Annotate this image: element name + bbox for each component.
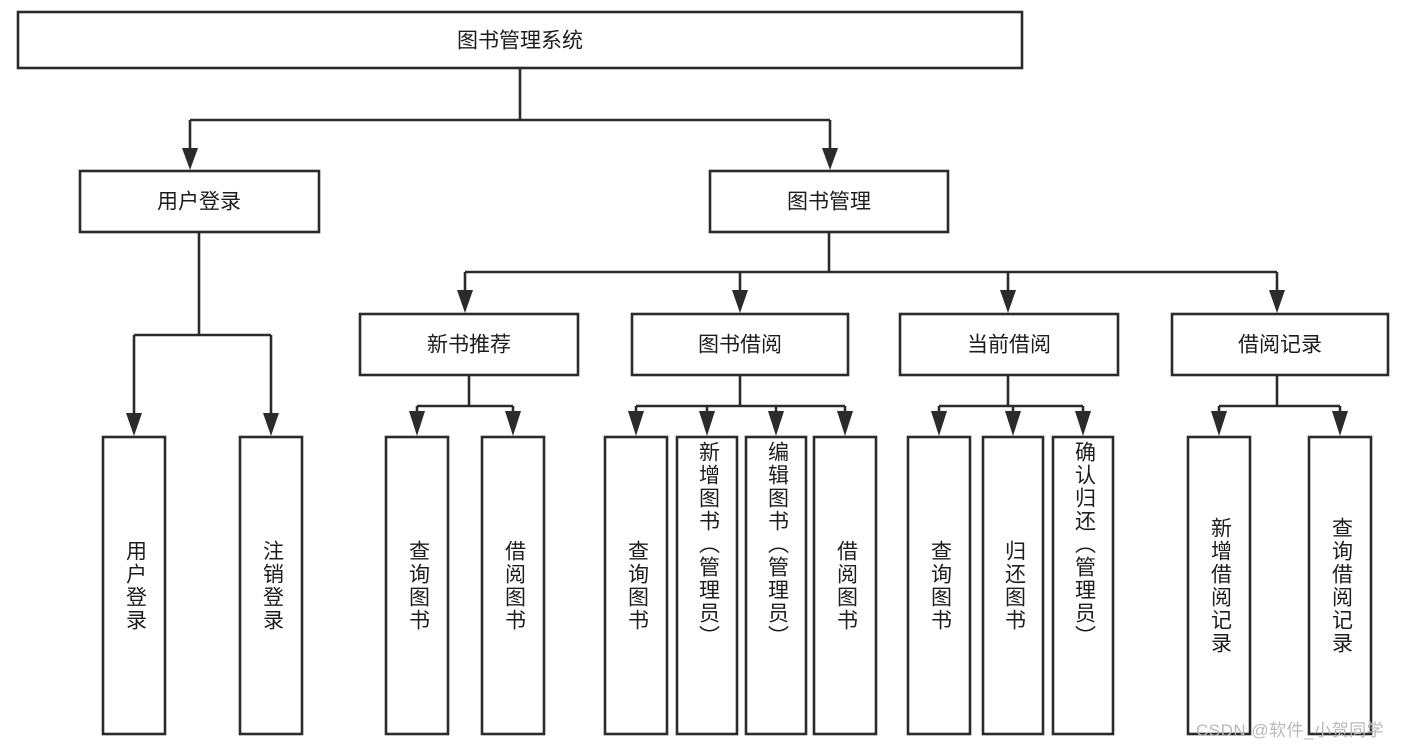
- node-book-management-label: 图书管理: [787, 191, 871, 214]
- leaf-box-bb-query-book[interactable]: [603, 435, 669, 736]
- connector-root-to-level2: [182, 68, 838, 170]
- leaf-box-bb-borrow-book[interactable]: [812, 435, 878, 736]
- leaf-box-logout[interactable]: [238, 435, 304, 736]
- leaf-box-cb-return-book[interactable]: [981, 435, 1045, 736]
- leaf-box-user-login[interactable]: [101, 435, 167, 736]
- node-new-book-recommend-label: 新书推荐: [427, 334, 511, 357]
- node-book-borrow[interactable]: 图书借阅: [630, 312, 850, 377]
- leaf-box-cb-query-book[interactable]: [906, 435, 972, 736]
- node-borrow-records[interactable]: 借阅记录: [1170, 312, 1390, 377]
- node-user-login[interactable]: 用户登录: [78, 169, 321, 234]
- node-root-label: 图书管理系统: [457, 30, 583, 53]
- leaf-box-nb-query-book[interactable]: [384, 435, 450, 736]
- node-user-login-label: 用户登录: [157, 191, 241, 214]
- connector-booklevel-to-level3: [457, 232, 1285, 313]
- connector-borrowrecords-to-leaves: [1211, 375, 1348, 436]
- node-current-borrow-label: 当前借阅: [967, 334, 1051, 357]
- csdn-watermark: CSDN @软件_小贺同学: [1196, 721, 1385, 740]
- leaf-box-bb-edit-book[interactable]: [744, 435, 808, 736]
- connector-userlogin-to-leaves: [126, 232, 279, 436]
- node-borrow-records-label: 借阅记录: [1238, 334, 1322, 357]
- connector-currentborrow-to-leaves: [931, 375, 1091, 436]
- leaf-boxes: [101, 435, 1373, 736]
- leaf-box-br-query-record[interactable]: [1307, 435, 1373, 736]
- leaf-box-cb-confirm-return[interactable]: [1051, 435, 1115, 736]
- connector-newbook-to-leaves: [409, 375, 521, 436]
- leaf-box-nb-borrow-book[interactable]: [480, 435, 546, 736]
- node-root[interactable]: 图书管理系统: [16, 10, 1024, 70]
- connector-bookborrow-to-leaves: [628, 375, 853, 436]
- leaf-box-br-add-record[interactable]: [1186, 435, 1252, 736]
- node-current-borrow[interactable]: 当前借阅: [898, 312, 1120, 377]
- node-book-borrow-label: 图书借阅: [698, 334, 782, 357]
- node-book-management[interactable]: 图书管理: [708, 169, 950, 234]
- leaf-box-bb-add-book[interactable]: [675, 435, 739, 736]
- node-new-book-recommend[interactable]: 新书推荐: [358, 312, 580, 377]
